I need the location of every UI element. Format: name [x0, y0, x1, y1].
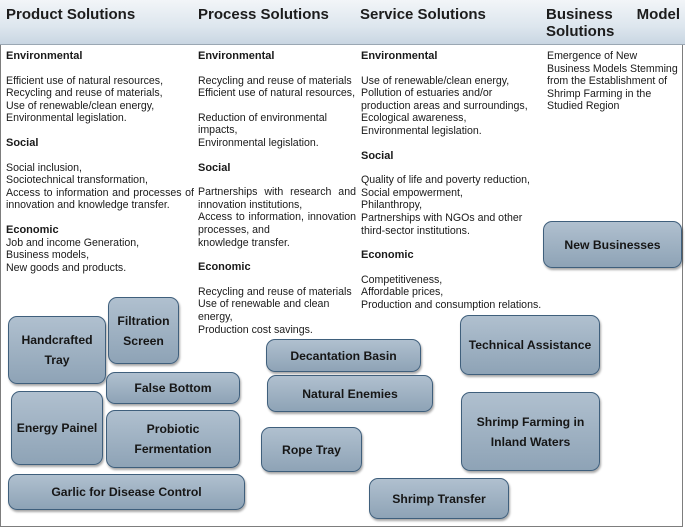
service-econ-line: Competitiveness, — [361, 273, 443, 286]
service-environmental-title: Environmental — [361, 50, 438, 62]
process-social-line: Access to information, innovation proces… — [198, 211, 356, 236]
box-filtration-screen: Filtration Screen — [108, 297, 179, 364]
process-econ-line: Use of renewable and clean energy, — [198, 298, 330, 323]
product-column: Environmental Efficient use of natural r… — [6, 50, 194, 274]
process-economic-title: Economic — [198, 261, 251, 274]
header-product-solutions: Product Solutions — [6, 6, 136, 23]
process-column: Environmental Recycling and reuse of mat… — [198, 50, 356, 336]
process-env-line: Efficient use of natural resources, — [198, 87, 356, 100]
header-model-word: Model — [636, 6, 680, 23]
service-social-line: Quality of life and poverty reduction, — [361, 174, 531, 187]
header-band: Product Solutions Process Solutions Serv… — [0, 0, 685, 45]
product-social-line: Social inclusion, — [6, 161, 82, 174]
box-false-bottom: False Bottom — [106, 372, 240, 404]
service-env-line: Environmental legislation. — [361, 124, 482, 137]
process-econ-line: Production cost savings. — [198, 323, 313, 336]
box-natural-enemies: Natural Enemies — [267, 375, 433, 412]
header-process-solutions: Process Solutions — [198, 6, 329, 23]
process-env-line: Reduction of environmental impacts, — [198, 111, 327, 137]
service-econ-line: Affordable prices, — [361, 286, 444, 299]
header-business-word: Business — [546, 6, 613, 23]
box-decantation-basin: Decantation Basin — [266, 339, 421, 372]
box-shrimp-transfer: Shrimp Transfer — [369, 478, 509, 519]
service-social-line: Philanthropy, — [361, 199, 423, 212]
process-env-line: Environmental legislation. — [198, 136, 319, 149]
process-social-line: knowledge transfer. — [198, 236, 290, 249]
box-probiotic-fermentation: Probiotic Fermentation — [106, 410, 240, 468]
product-social-line: Access to information and processes of i… — [6, 186, 194, 212]
product-env-line: Use of renewable/clean energy, — [6, 99, 155, 112]
product-econ-line: Job and income Generation, — [6, 236, 140, 249]
box-rope-tray: Rope Tray — [261, 427, 362, 472]
process-env-line: Recycling and reuse of materials — [198, 74, 352, 87]
business-column: Emergence of New Business Models Stemmin… — [547, 50, 680, 113]
box-handcrafted-tray: Handcrafted Tray — [8, 316, 106, 384]
header-service-solutions: Service Solutions — [360, 6, 486, 23]
header-business-model-solutions: Business Model Solutions — [546, 6, 680, 40]
product-econ-line: New goods and products. — [6, 261, 127, 274]
service-econ-line: Production and consumption relations. — [361, 298, 542, 311]
product-social-line: Sociotechnical transformation, — [6, 174, 148, 187]
box-technical-assistance: Technical Assistance — [460, 315, 600, 375]
box-new-businesses: New Businesses — [543, 221, 682, 268]
product-env-line: Efficient use of natural resources, — [6, 74, 164, 87]
service-social-line: Social empowerment, — [361, 186, 463, 199]
service-economic-title: Economic — [361, 249, 414, 262]
service-social-line: Partnerships with NGOs and other third-s… — [361, 211, 523, 237]
process-social-title: Social — [198, 161, 231, 174]
product-env-line: Recycling and reuse of materials, — [6, 87, 163, 100]
service-column: Environmental Use of renewable/clean ene… — [361, 50, 543, 312]
process-social-line: Partnerships with research and innovatio… — [198, 186, 356, 211]
product-econ-line: Business models, — [6, 249, 90, 262]
service-env-line: Use of renewable/clean energy, — [361, 74, 510, 87]
product-env-line: Environmental legislation. — [6, 112, 127, 125]
process-econ-line: Recycling and reuse of materials — [198, 285, 352, 298]
product-environmental-title: Environmental — [6, 50, 83, 62]
box-energy-painel: Energy Painel — [11, 391, 103, 465]
header-solutions-word: Solutions — [546, 23, 615, 40]
box-shrimp-farming-inland-waters: Shrimp Farming in Inland Waters — [461, 392, 600, 471]
business-description: Emergence of New Business Models Stemmin… — [547, 50, 678, 113]
service-env-line: Ecological awareness, — [361, 112, 467, 125]
product-social-title: Social — [6, 136, 39, 149]
box-garlic-disease-control: Garlic for Disease Control — [8, 474, 245, 510]
product-economic-title: Economic — [6, 223, 59, 236]
service-env-line: Pollution of estuaries and/or production… — [361, 87, 528, 112]
service-social-title: Social — [361, 149, 394, 162]
process-environmental-title: Environmental — [198, 50, 275, 62]
